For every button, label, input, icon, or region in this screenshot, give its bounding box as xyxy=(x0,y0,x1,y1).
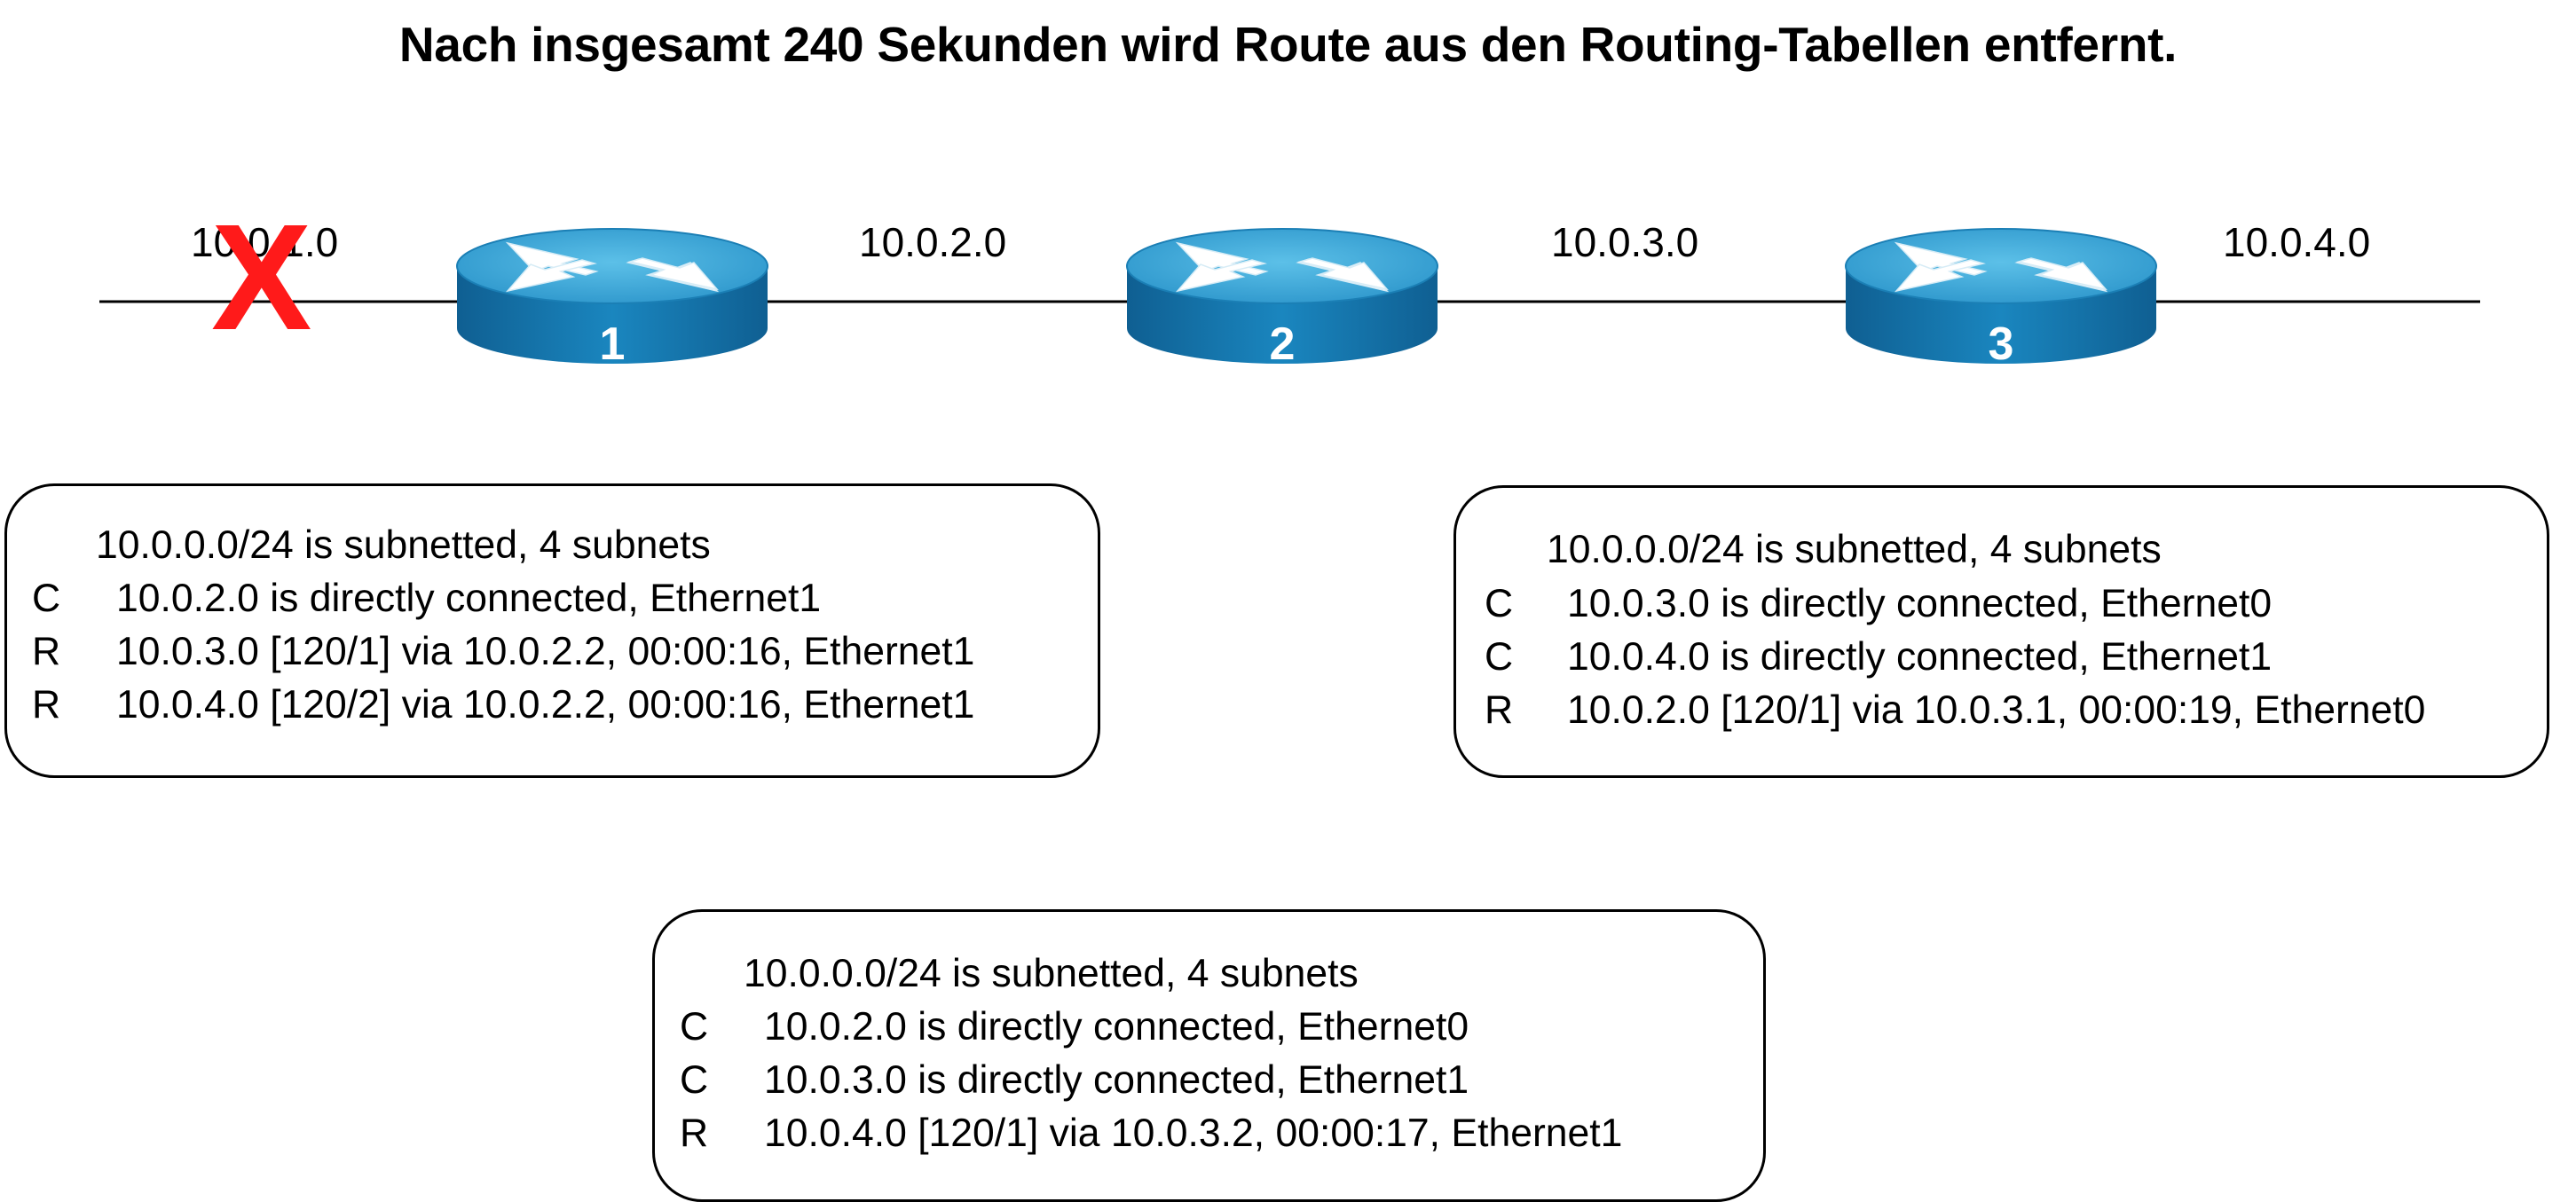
diagram-title: Nach insgesamt 240 Sekunden wird Route a… xyxy=(398,17,2178,72)
route-code: C xyxy=(1485,635,1514,679)
route-entry: 10.0.3.0 is directly connected, Ethernet… xyxy=(764,1058,1469,1102)
network-label-10-0-1-0: 10.0.1.0 xyxy=(191,219,339,265)
route-entry: 10.0.3.0 [120/1] via 10.0.2.2, 00:00:16,… xyxy=(116,630,975,673)
routing-table-router-3: 10.0.0.0/24 is subnetted, 4 subnets C 10… xyxy=(1453,485,2549,778)
router-1-label: 1 xyxy=(599,318,626,370)
routing-table-header: 10.0.0.0/24 is subnetted, 4 subnets xyxy=(96,523,711,567)
router-3-label: 3 xyxy=(1988,318,2014,370)
route-code: C xyxy=(680,1058,709,1102)
routing-table-header: 10.0.0.0/24 is subnetted, 4 subnets xyxy=(1547,528,2162,571)
route-entry: 10.0.2.0 is directly connected, Ethernet… xyxy=(116,577,822,620)
link-failure-x-icon: X xyxy=(211,193,312,362)
routing-table-header: 10.0.0.0/24 is subnetted, 4 subnets xyxy=(744,952,1359,995)
route-code: R xyxy=(32,683,61,727)
routing-table-router-2: 10.0.0.0/24 is subnetted, 4 subnets C 10… xyxy=(652,909,1766,1202)
route-entry: 10.0.4.0 is directly connected, Ethernet… xyxy=(1567,635,2273,679)
route-code: R xyxy=(680,1112,709,1155)
route-entry: 10.0.3.0 is directly connected, Ethernet… xyxy=(1567,582,2273,625)
route-code: R xyxy=(1485,688,1514,732)
route-entry: 10.0.2.0 is directly connected, Ethernet… xyxy=(764,1005,1469,1049)
route-entry: 10.0.4.0 [120/2] via 10.0.2.2, 00:00:16,… xyxy=(116,683,975,727)
routing-table-router-1: 10.0.0.0/24 is subnetted, 4 subnets C 10… xyxy=(4,483,1100,778)
route-code: C xyxy=(1485,582,1514,625)
network-label-10-0-2-0: 10.0.2.0 xyxy=(859,219,1007,265)
router-2-label: 2 xyxy=(1269,318,1296,370)
route-code: R xyxy=(32,630,61,673)
network-label-10-0-3-0: 10.0.3.0 xyxy=(1551,219,1699,265)
route-code: C xyxy=(32,577,61,620)
route-entry: 10.0.4.0 [120/1] via 10.0.3.2, 00:00:17,… xyxy=(764,1112,1623,1155)
route-entry: 10.0.2.0 [120/1] via 10.0.3.1, 00:00:19,… xyxy=(1567,688,2426,732)
route-code: C xyxy=(680,1005,709,1049)
network-label-10-0-4-0: 10.0.4.0 xyxy=(2223,219,2371,265)
